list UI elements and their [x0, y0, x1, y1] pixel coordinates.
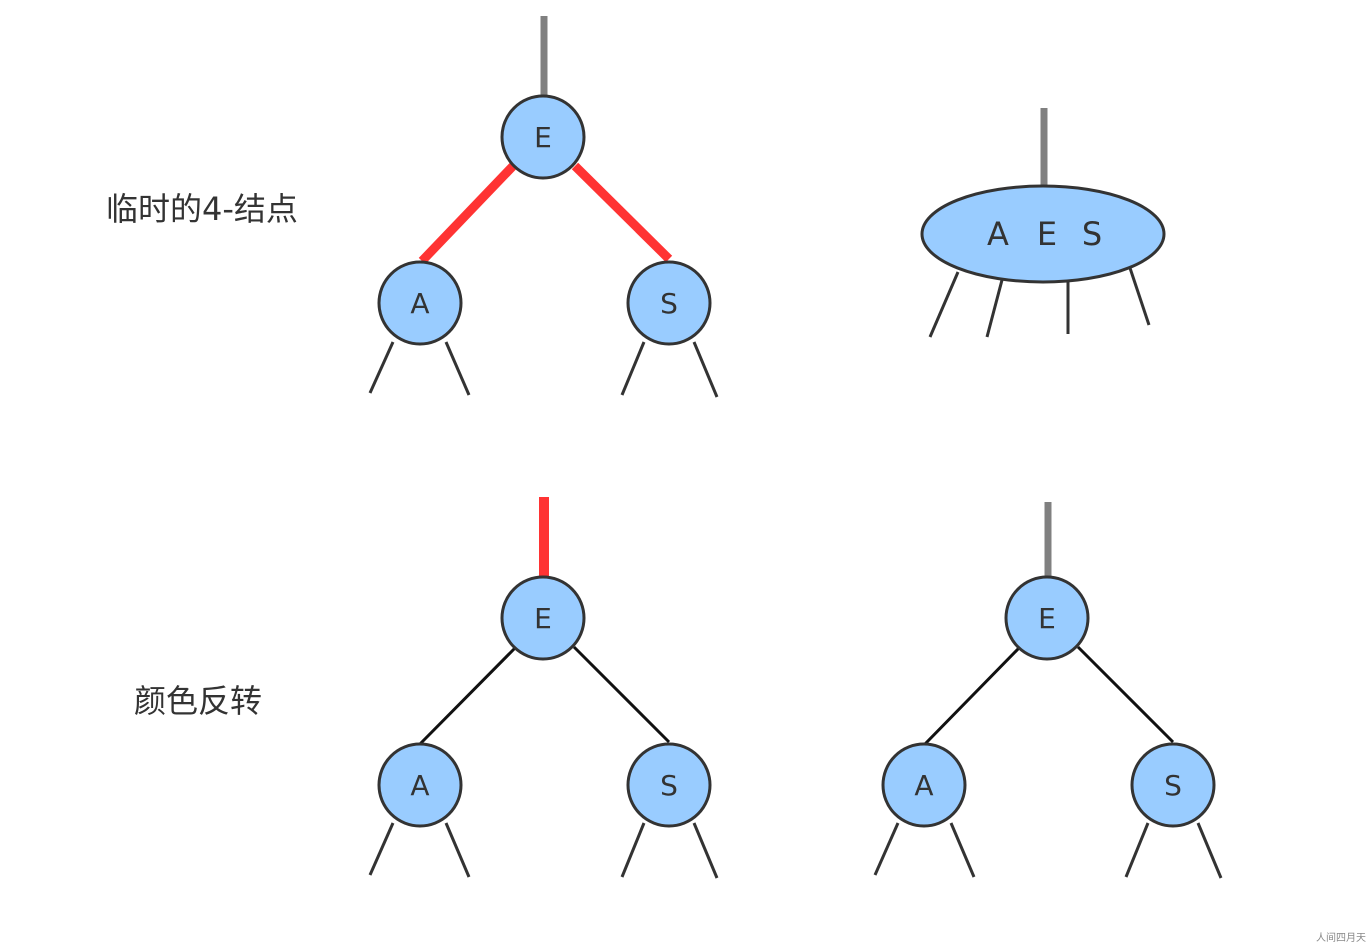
black-link-left [923, 646, 1021, 746]
tree-bottom-left: E A S [368, 497, 719, 879]
node-A: A [377, 260, 463, 346]
leaf-link [692, 341, 719, 398]
four-node-key-S: S [1082, 215, 1102, 253]
node-A: A [881, 742, 967, 828]
black-link-right [1076, 645, 1175, 744]
node-S: S [626, 742, 712, 828]
node-A-key: A [410, 769, 429, 802]
node-S: S [626, 260, 712, 346]
label-temp-4-node: 临时的4-结点 [106, 190, 298, 228]
four-node-key-A: A [987, 215, 1009, 253]
leaf-link [368, 822, 395, 876]
tree-top-right: A E S [920, 108, 1166, 338]
leaf-link [1128, 267, 1151, 326]
node-A-key: A [410, 287, 429, 320]
leaf-link [1196, 822, 1223, 879]
node-S-key: S [1164, 769, 1182, 802]
leaf-link [949, 822, 976, 878]
node-S-key: S [660, 769, 678, 802]
leaf-link [692, 822, 719, 879]
leaf-link [444, 341, 471, 396]
watermark: 人间四月天 [1316, 933, 1366, 944]
node-S: S [1130, 742, 1216, 828]
leaf-link [444, 822, 471, 878]
tree-top-left: E A S [368, 16, 719, 398]
tree-bottom-right: E A S [873, 502, 1223, 879]
node-A: A [377, 742, 463, 828]
node-E-key: E [534, 602, 552, 635]
black-link-right [572, 645, 671, 744]
leaf-link [1124, 822, 1150, 878]
black-link-left [418, 646, 517, 746]
leaf-link [368, 341, 395, 394]
node-E-key: E [534, 121, 552, 154]
leaf-link [928, 271, 960, 338]
red-link-left [418, 162, 517, 265]
four-node: A E S [920, 184, 1166, 284]
node-E: E [500, 94, 586, 180]
leaf-link [985, 279, 1004, 338]
leaf-link [873, 822, 900, 876]
four-node-key-E: E [1037, 215, 1057, 253]
red-link-right [571, 162, 673, 263]
node-S-key: S [660, 287, 678, 320]
leaf-link [620, 822, 646, 878]
node-E: E [500, 575, 586, 661]
label-color-flip: 颜色反转 [134, 682, 263, 720]
leaf-link [620, 341, 646, 396]
node-A-key: A [914, 769, 933, 802]
node-E-key: E [1038, 602, 1056, 635]
node-E: E [1004, 575, 1090, 661]
